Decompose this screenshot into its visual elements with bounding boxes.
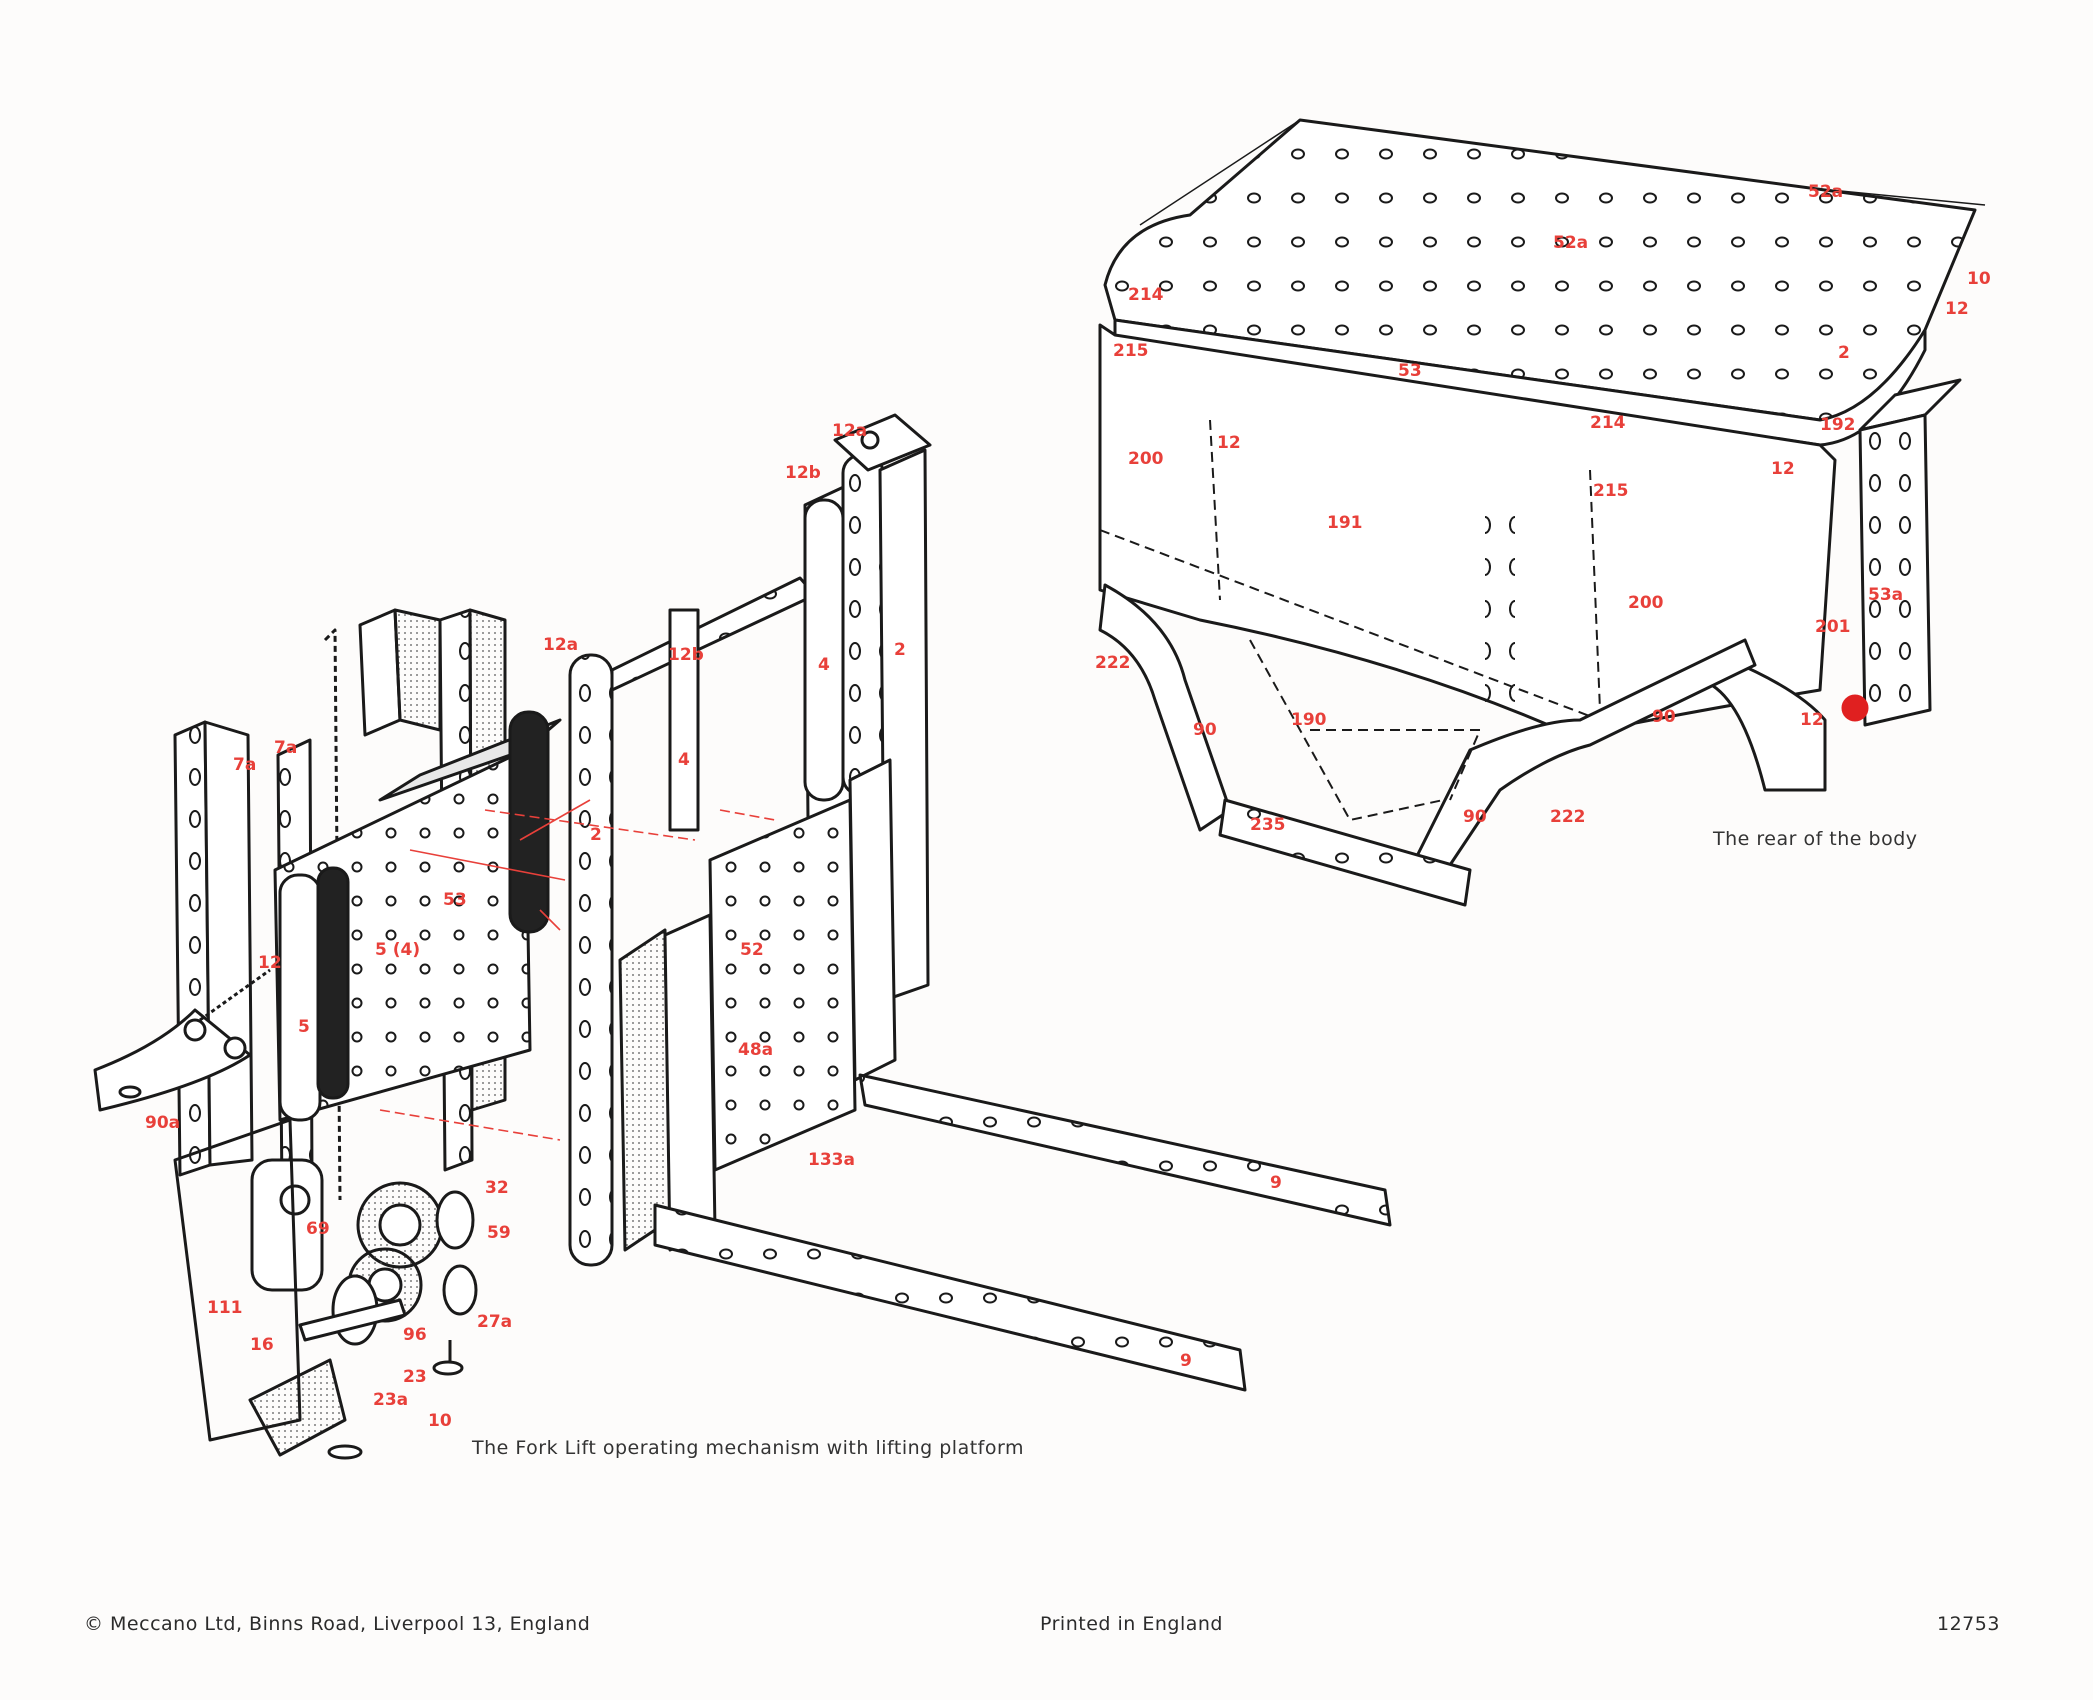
part-label: 12a <box>543 635 578 655</box>
part-label: 2 <box>894 640 906 660</box>
part-label: 215 <box>1113 341 1149 361</box>
part-label: 214 <box>1128 285 1164 305</box>
part-label: 222 <box>1095 653 1131 673</box>
part-label: 23 <box>403 1367 427 1387</box>
part-label: 214 <box>1590 413 1626 433</box>
part-label: 12 <box>258 953 282 973</box>
part-label: 52a <box>1808 182 1843 202</box>
part-label: 7a <box>233 755 256 775</box>
copyright-footer: © Meccano Ltd, Binns Road, Liverpool 13,… <box>84 1613 591 1635</box>
part-labels: 12a 12b 12a 12b 4 4 2 2 7a 7a 53 12 5 (4… <box>145 182 1991 1431</box>
part-label: 10 <box>1967 269 1991 289</box>
part-label: 2 <box>590 825 602 845</box>
part-label: 12 <box>1771 459 1795 479</box>
part-label: 10 <box>428 1411 452 1431</box>
part-label: 201 <box>1815 617 1851 637</box>
part-label: 12a <box>832 421 867 441</box>
part-label: 9 <box>1270 1173 1282 1193</box>
part-label: 53a <box>1868 585 1903 605</box>
part-label: 23a <box>373 1390 408 1410</box>
fork-arm-lower <box>653 1203 1247 1392</box>
rear-body-caption: The rear of the body <box>1713 828 1918 850</box>
assembly-arrows <box>379 799 776 1141</box>
part-label: 2 <box>1838 343 1850 363</box>
part-label: 90 <box>1193 720 1217 740</box>
gear-cluster <box>250 1158 478 1376</box>
part-label: 27a <box>477 1312 512 1332</box>
part-label: 190 <box>1291 710 1327 730</box>
part-label: 90 <box>1463 807 1487 827</box>
strips-5 <box>278 710 550 1122</box>
part-label: 7a <box>274 738 297 758</box>
part-label: 53 <box>443 890 467 910</box>
part-label: 16 <box>250 1335 274 1355</box>
part-label: 192 <box>1820 415 1856 435</box>
part-label: 200 <box>1628 593 1664 613</box>
part-label: 69 <box>306 1219 330 1239</box>
top-flexible-plate <box>1103 118 1977 447</box>
rear-body-assembly <box>1098 118 1986 907</box>
part-label: 52 <box>740 940 764 960</box>
part-label: 215 <box>1593 481 1629 501</box>
part-label: 235 <box>1250 815 1286 835</box>
fork-lift-assembly <box>93 413 1392 1460</box>
part-label: 12 <box>1217 433 1241 453</box>
part-label: 90 <box>1652 707 1676 727</box>
part-label: 4 <box>818 655 830 675</box>
print-number-footer: 12753 <box>1937 1613 2000 1635</box>
base-flat-plate <box>173 1118 363 1460</box>
part-label: 48a <box>738 1040 773 1060</box>
fork-lift-caption: The Fork Lift operating mechanism with l… <box>472 1437 1024 1459</box>
part-label: 90a <box>145 1113 180 1133</box>
part-label: 4 <box>678 750 690 770</box>
part-label: 12b <box>785 463 821 483</box>
bottom-strip-235 <box>1218 729 1481 907</box>
part-label: 133a <box>808 1150 855 1170</box>
part-label: 200 <box>1128 449 1164 469</box>
side-flexible-plates <box>1098 323 1837 821</box>
part-label: 5 (4) <box>375 940 420 960</box>
fork-arm-upper <box>858 1073 1392 1227</box>
rear-right-girders <box>1698 378 1962 792</box>
part-label: 52a <box>1553 233 1588 253</box>
curved-strip-90a <box>93 968 271 1112</box>
part-label: 32 <box>485 1178 509 1198</box>
part-label: 12 <box>1945 299 1969 319</box>
platform-plates <box>618 758 897 1252</box>
part-label: 5 <box>298 1017 310 1037</box>
part-label: 53 <box>1398 361 1422 381</box>
printed-in-footer: Printed in England <box>1040 1613 1223 1635</box>
part-label: 191 <box>1327 513 1363 533</box>
part-label: 9 <box>1180 1351 1192 1371</box>
part-label: 111 <box>207 1298 243 1318</box>
part-label: 12 <box>1800 710 1824 730</box>
part-label: 59 <box>487 1223 511 1243</box>
part-label: 12b <box>668 645 704 665</box>
part-label: 96 <box>403 1325 427 1345</box>
part-label: 222 <box>1550 807 1586 827</box>
